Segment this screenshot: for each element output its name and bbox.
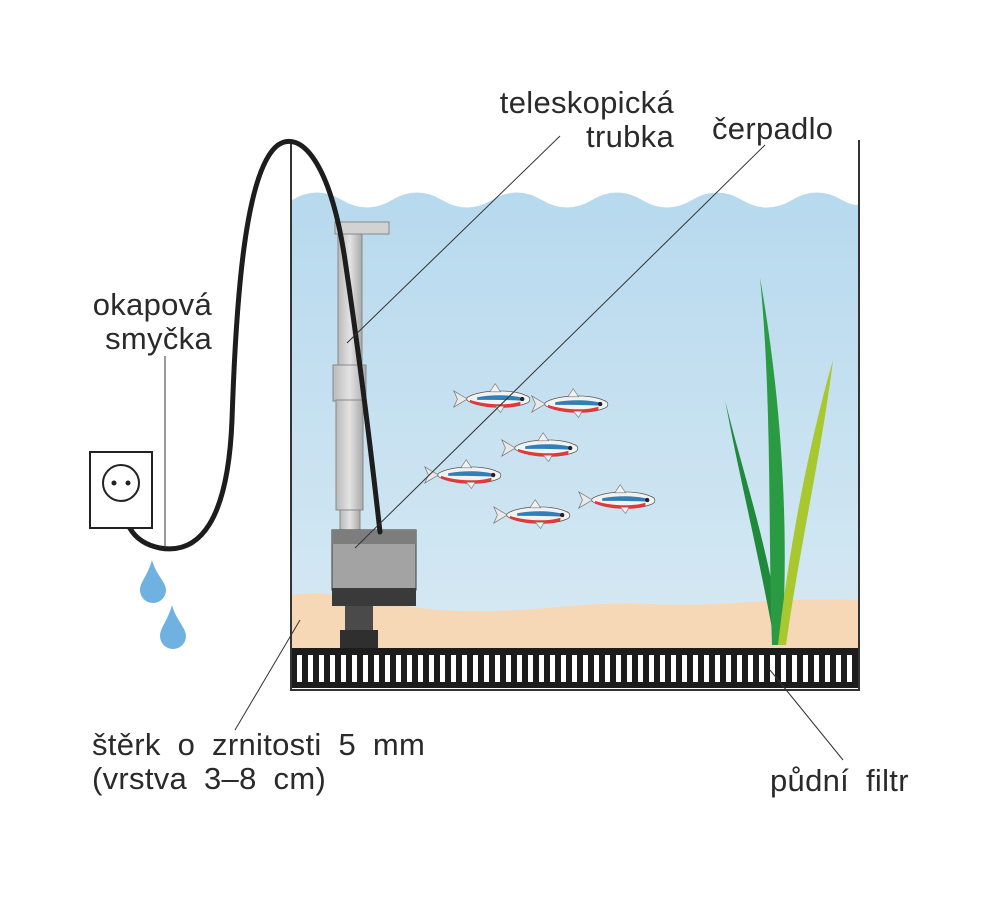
filter-slot [517, 655, 522, 682]
filter-slot [715, 655, 720, 682]
filter-slots [297, 655, 852, 682]
filter-slot [803, 655, 808, 682]
filter-slot [759, 655, 764, 682]
filter-slot [341, 655, 346, 682]
water [292, 192, 858, 648]
filter-slot [616, 655, 621, 682]
leader-lines [164, 135, 844, 761]
filter-slot [704, 655, 709, 682]
filter-slot [407, 655, 412, 682]
filter-slot [352, 655, 357, 682]
filter-slot [825, 655, 830, 682]
water-drop-icon [160, 605, 186, 649]
water-drop-icon [140, 560, 166, 603]
filter-slot [550, 655, 555, 682]
filter-slot [319, 655, 324, 682]
filter-slot [605, 655, 610, 682]
filter-slot [308, 655, 313, 682]
label-pudni-filtr: půdní filtr [770, 763, 909, 798]
aquatic-plant [725, 278, 833, 645]
filter-slot [693, 655, 698, 682]
filter-slot [495, 655, 500, 682]
filter-slot [594, 655, 599, 682]
filter-slot [363, 655, 368, 682]
filter-slot [770, 655, 775, 682]
filter-slot [539, 655, 544, 682]
filter-slot [440, 655, 445, 682]
filter-slot [682, 655, 687, 682]
filter-slot [297, 655, 302, 682]
filter-slot [462, 655, 467, 682]
filter-slot [583, 655, 588, 682]
filter-slot [385, 655, 390, 682]
filter-slot [418, 655, 423, 682]
filter-slot [726, 655, 731, 682]
filter-slot [561, 655, 566, 682]
filter-slot [649, 655, 654, 682]
filter-slot [451, 655, 456, 682]
filter-slot [638, 655, 643, 682]
label-okapova-smycka: okapová smyčka [92, 287, 212, 356]
filter-slot [396, 655, 401, 682]
filter-slot [836, 655, 841, 682]
label-teleskopicka-trubka: teleskopická trubka [499, 85, 674, 154]
filter-slot [627, 655, 632, 682]
sand-layer [292, 593, 858, 648]
filter-slot [473, 655, 478, 682]
tank-walls [290, 140, 860, 691]
power-outlet-icon [89, 451, 153, 529]
filter-slot [792, 655, 797, 682]
filter-slot [506, 655, 511, 682]
filter-slot [572, 655, 577, 682]
filter-slot [781, 655, 786, 682]
filter-slot [528, 655, 533, 682]
telescopic-tube [332, 221, 390, 533]
filter-slot [484, 655, 489, 682]
filter-slot [660, 655, 665, 682]
filter-slot [671, 655, 676, 682]
filter-slot [374, 655, 379, 682]
filter-slot [330, 655, 335, 682]
filter-slot [814, 655, 819, 682]
filter-slot [737, 655, 742, 682]
label-cerpadlo: čerpadlo [712, 111, 834, 146]
filter-slot [847, 655, 852, 682]
filter-slot [429, 655, 434, 682]
filter-slot [748, 655, 753, 682]
power-cable [119, 138, 383, 552]
label-sterk: štěrk o zrnitosti 5 mm (vrstva 3–8 cm) [92, 727, 426, 796]
